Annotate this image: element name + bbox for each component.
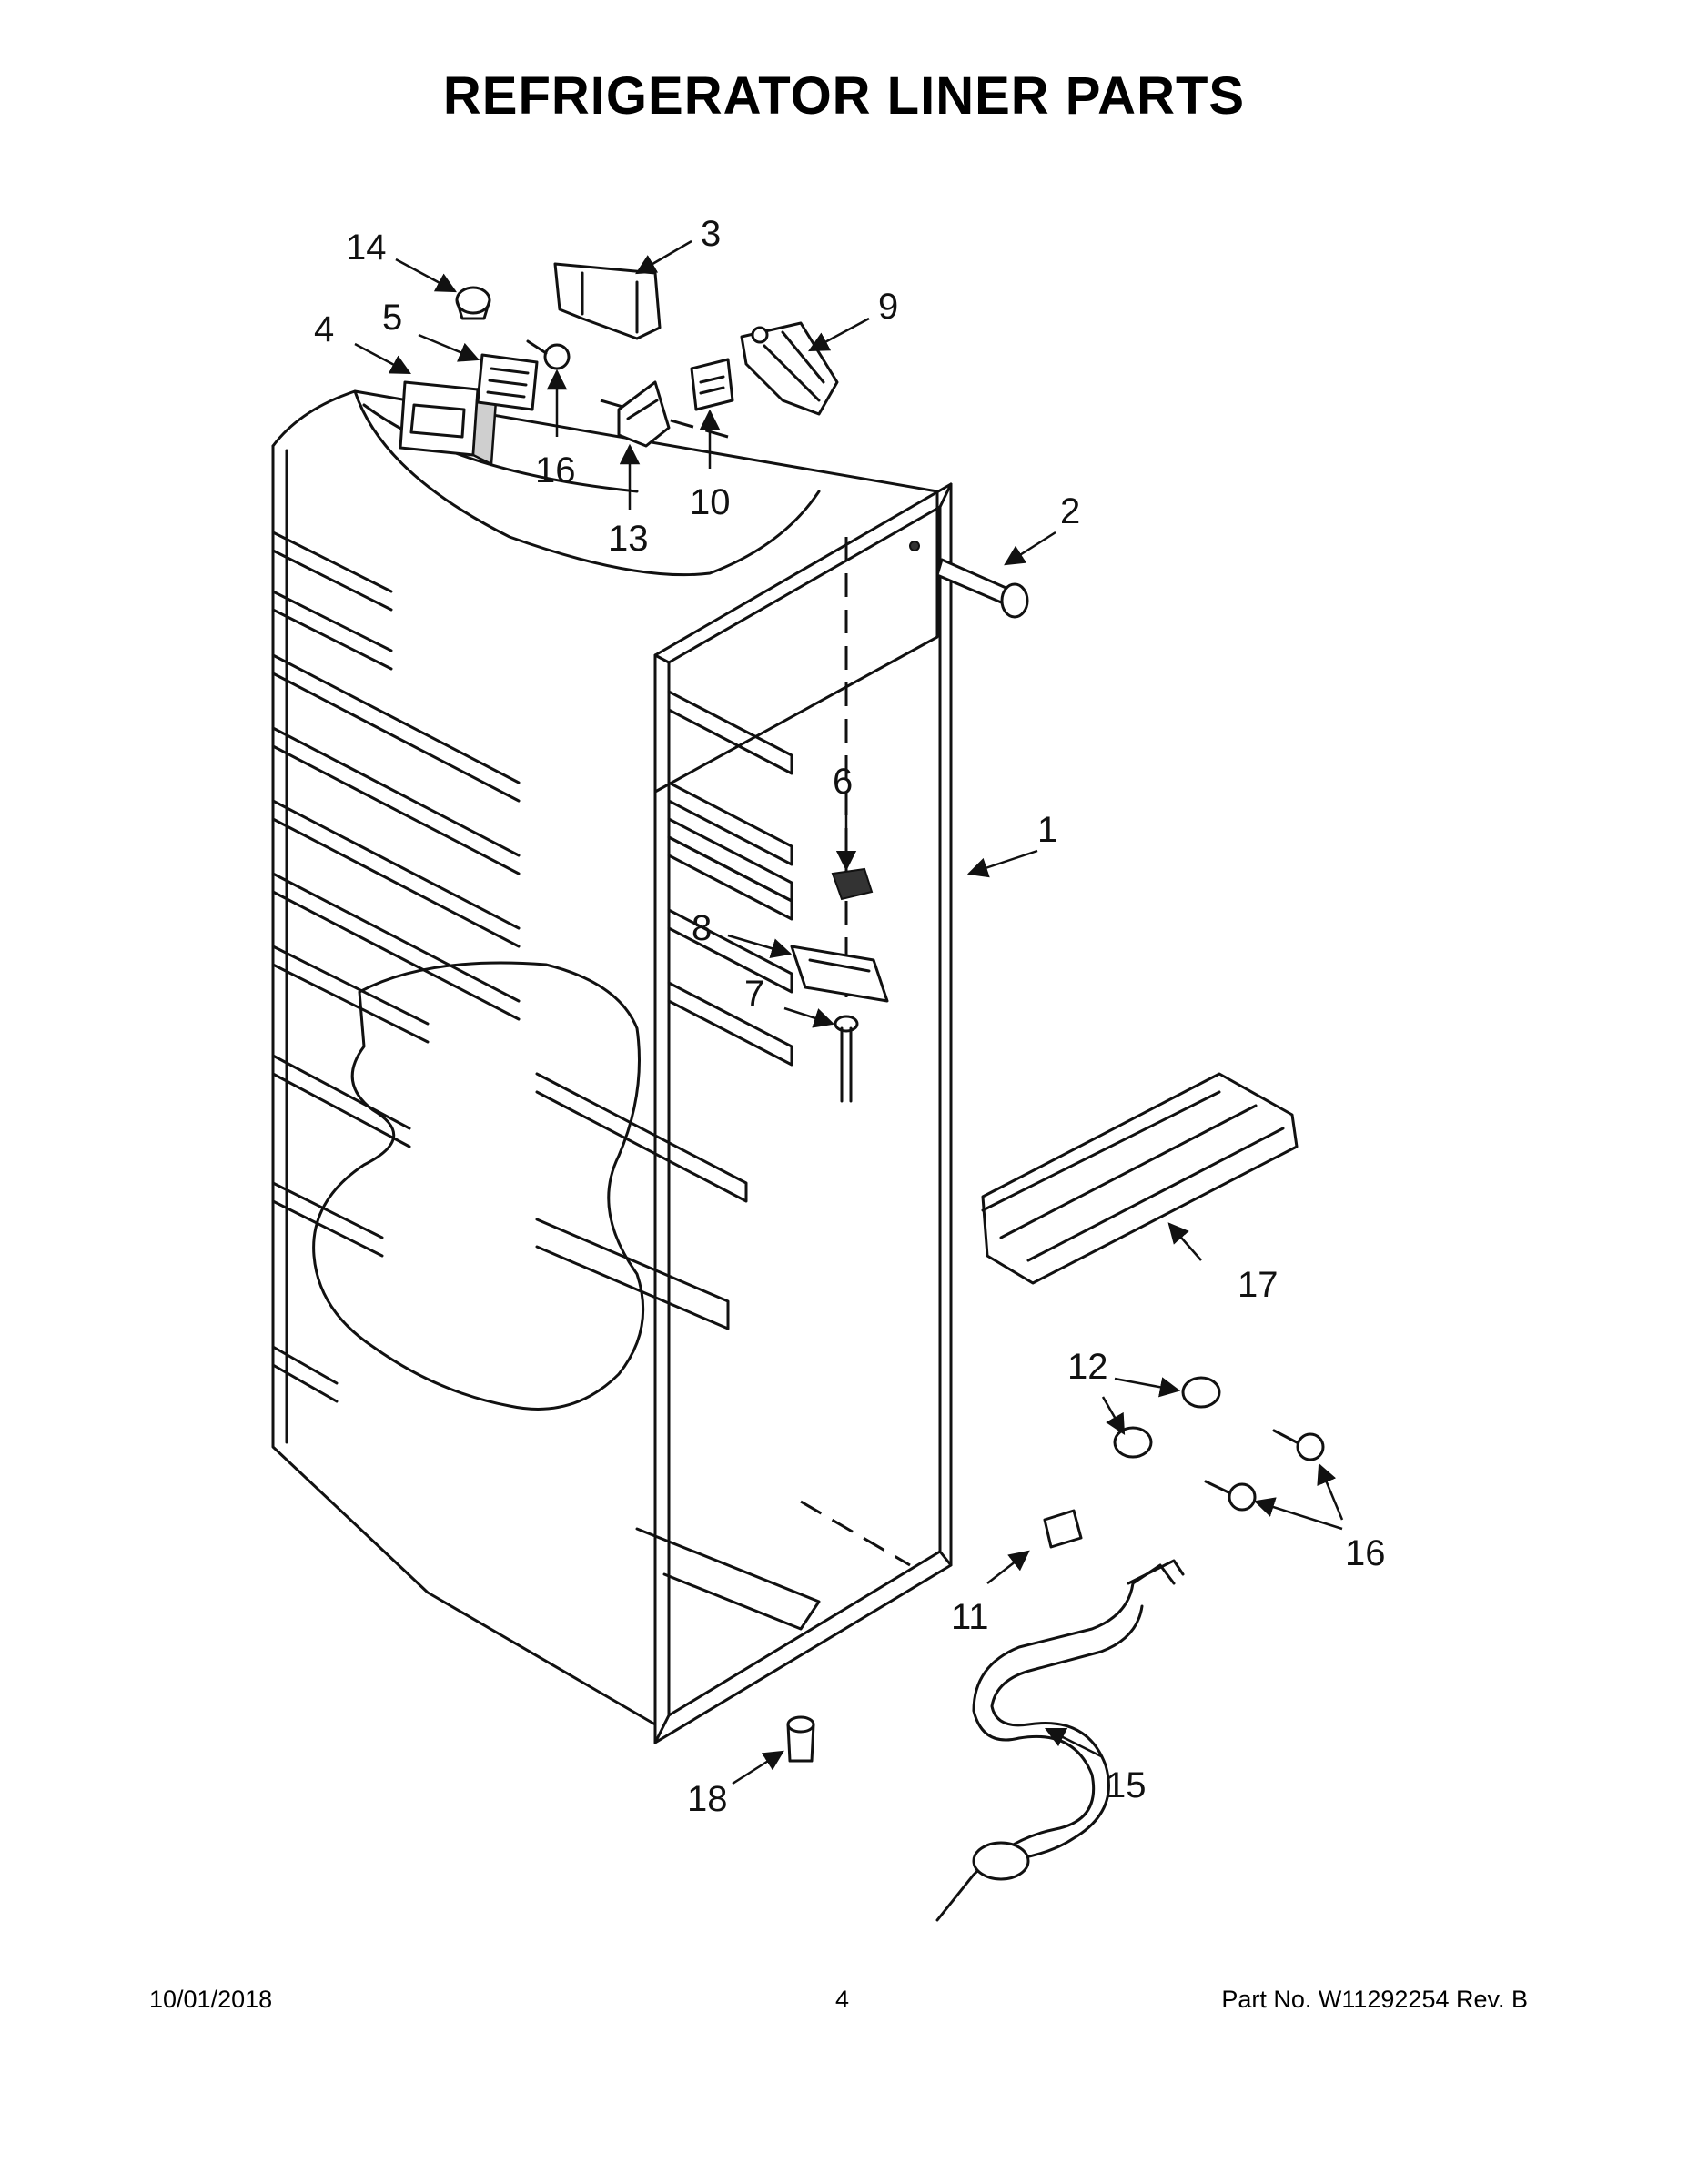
callout-7: 7 [744,974,764,1014]
shelf-ribs-right [667,690,793,1067]
callout-14: 14 [346,228,387,268]
callout-4: 4 [314,309,334,349]
callout-18: 18 [687,1779,728,1819]
part-10-plate [690,358,734,411]
callout-13: 13 [608,519,649,559]
part-8-light-housing [790,945,889,1003]
part-4-control-box [399,380,498,466]
part-15-drain-tube [935,1559,1185,1922]
callout-17: 17 [1238,1265,1279,1305]
callout-6: 6 [833,762,853,802]
callout-3: 3 [701,214,721,254]
part-16-bulbs-right [1204,1429,1325,1512]
page-title: REFRIGERATOR LINER PARTS [442,66,1246,126]
callout-labels: 1 2 3 4 5 6 7 8 9 10 11 12 13 14 15 16 1… [314,214,1386,1819]
liner-part-1 [271,389,953,1744]
callout-16-right: 16 [1345,1533,1386,1573]
part-9-thermostat [740,321,839,416]
part-5-board [476,353,539,411]
part-7-sensor [834,1015,859,1103]
callout-12: 12 [1067,1347,1108,1387]
part-16-bulb-top [526,339,571,370]
part-3-bracket [553,262,662,340]
callout-9: 9 [878,287,898,327]
callout-8: 8 [692,908,712,948]
leader-lines [354,239,1344,1785]
callout-15: 15 [1106,1765,1147,1805]
callout-11: 11 [951,1597,989,1637]
footer-page-number: 4 [835,1986,850,2013]
callout-16-top: 16 [535,450,576,490]
callout-2: 2 [1060,491,1080,531]
footer-part-number: Part No. W11292254 Rev. B [1221,1986,1528,2013]
callout-10: 10 [690,482,731,522]
part-6-clip [831,867,874,901]
part-18-bushing [786,1715,815,1763]
part-11-plug [1043,1509,1083,1549]
part-12-caps [1113,1376,1221,1459]
part-14-cap [455,286,491,320]
part-17-rail [981,1072,1299,1285]
footer-date: 10/01/2018 [149,1986,273,2013]
callout-5: 5 [382,298,402,338]
part-2-rod [909,541,1029,619]
part-13-housing [617,380,671,448]
callout-1: 1 [1037,810,1057,850]
shelf-ribs-left [271,531,521,1403]
